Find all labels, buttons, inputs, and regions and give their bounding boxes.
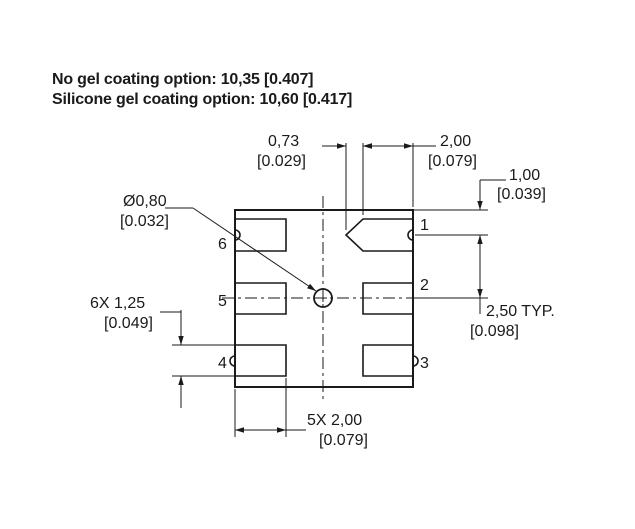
dim-pad-width: 6X 1,25 [0.049]	[90, 295, 235, 408]
lead-width-in: [0.029]	[257, 153, 306, 170]
pitch-mm: 2,50 TYP.	[486, 303, 555, 320]
pad-2	[362, 282, 413, 315]
edge-offset-mm: 1,00	[509, 167, 540, 184]
pin-label-3: 3	[420, 355, 429, 372]
pad-length-in: [0.079]	[428, 153, 477, 170]
dim-pad-length: 2,00 [0.079]	[363, 133, 477, 170]
dim-lead-width: 0,73 [0.029]	[257, 133, 385, 170]
pad-span-in: [0.079]	[319, 432, 368, 449]
pad-3	[362, 344, 419, 377]
vent-hole	[313, 288, 333, 308]
dim-pad-span: 5X 2,00 [0.079]	[234, 378, 368, 449]
pad-width-in: [0.049]	[104, 315, 153, 332]
pad-4	[229, 344, 287, 377]
hole-dia-mm: Ø0,80	[123, 193, 167, 210]
pad-width-mm: 6X 1,25	[90, 295, 145, 312]
lead-width-mm: 0,73	[268, 133, 299, 150]
pin-label-2: 2	[420, 277, 429, 294]
dim-edge-offset: 1,00 [0.039]	[413, 167, 546, 236]
no-gel-note: No gel coating option: 10,35 [0.407]	[52, 71, 314, 88]
dim-pitch: 2,50 TYP. [0.098]	[413, 235, 555, 340]
pin-label-5: 5	[218, 293, 227, 310]
pin-label-1: 1	[420, 217, 429, 234]
silicone-gel-note: Silicone gel coating option: 10,60 [0.41…	[52, 91, 353, 108]
pin-label-4: 4	[218, 355, 227, 372]
pad-length-mm: 2,00	[440, 133, 471, 150]
pad-span-mm: 5X 2,00	[307, 412, 362, 429]
pad-1	[344, 218, 414, 252]
dim-hole-diameter: Ø0,80 [0.032]	[120, 193, 317, 292]
pad-5	[235, 282, 287, 315]
edge-offset-in: [0.039]	[497, 186, 546, 203]
hole-dia-in: [0.032]	[120, 213, 169, 230]
pad-6	[234, 218, 287, 252]
pin-label-6: 6	[218, 236, 227, 253]
coating-notes: No gel coating option: 10,35 [0.407] Sil…	[52, 70, 352, 110]
pitch-in: [0.098]	[470, 323, 519, 340]
